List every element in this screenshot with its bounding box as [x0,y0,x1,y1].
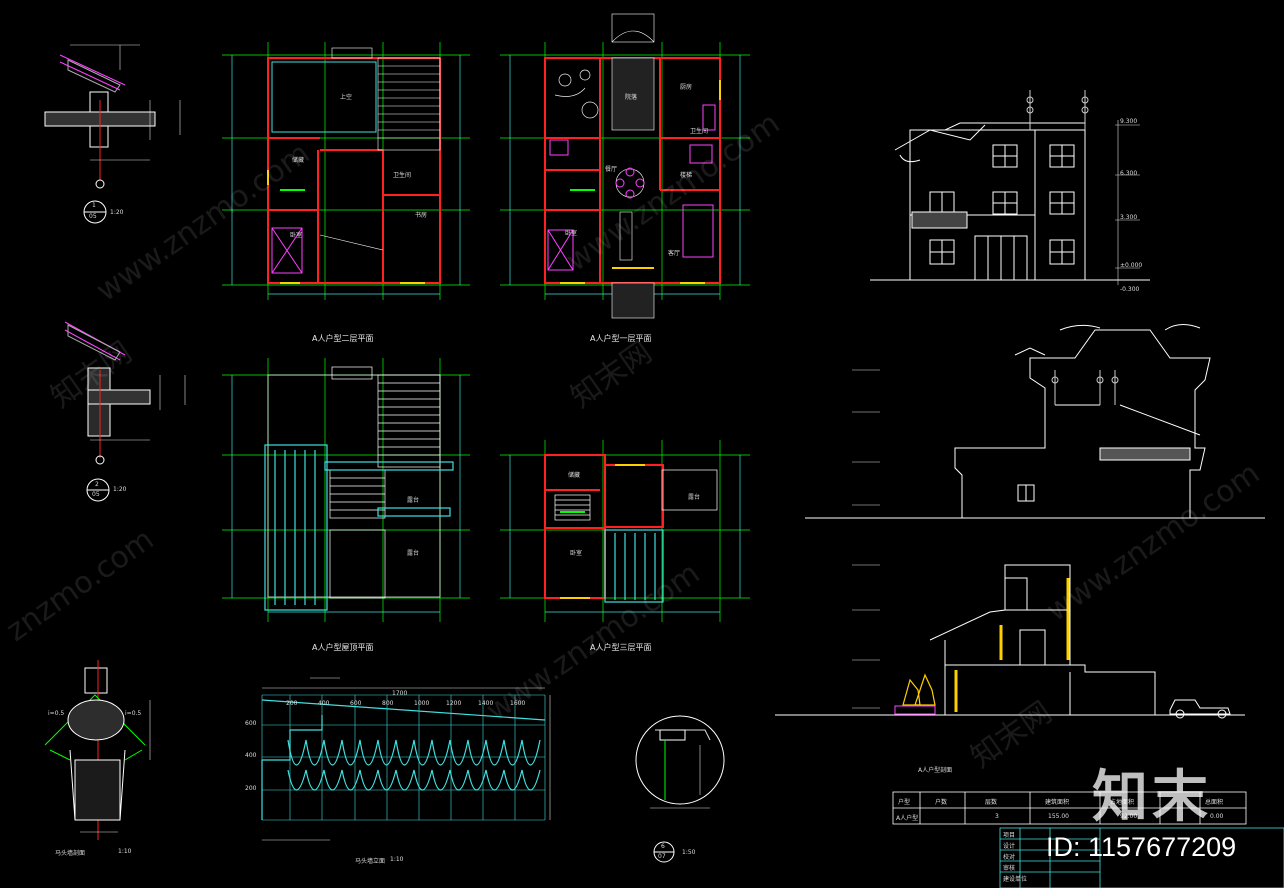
detail-6-circle [635,715,725,863]
plan-first-floor [500,13,750,319]
room-label-bedroom-2f: 卧室 [290,232,303,239]
area-table [892,791,1247,825]
room-label-bedroom-1f: 卧室 [565,230,578,237]
room-label-toilet-1f: 卫生间 [690,128,709,135]
building-section [775,564,1245,719]
table-cell-site-area: 92.00 [1120,813,1138,820]
detail-6-number: 6 [661,843,665,850]
front-elevation [870,90,1150,285]
title-block-row-3: 校对 [1003,854,1016,861]
ridge-detail [44,660,151,840]
level-2: 6.300 [1120,170,1138,177]
gable-tick-left-3: 200 [245,785,257,792]
room-label-stair: 楼梯 [680,172,693,179]
table-cell-type: A人户型 [896,815,919,822]
room-label-study: 书房 [415,212,428,219]
room-label-kitchen: 厨房 [680,84,693,91]
detail-1-sheet: 05 [89,213,97,220]
room-label-storage-3f: 储藏 [568,472,581,479]
ridge-detail-title: 马头墙剖面 [55,850,86,857]
gable-tick-1: 200 [286,700,298,707]
table-header-type: 户型 [898,799,911,806]
table-header-site-area: 占地面积 [1110,799,1135,806]
table-header-gross-area: 建筑面积 [1045,799,1070,806]
level-4: ±0.000 [1120,262,1143,269]
room-label-terrace-b: 露台 [407,550,420,557]
brand-id: ID: 1157677209 [1046,832,1237,862]
level-1: 9.300 [1120,118,1138,125]
gable-title: 马头墙立面 [355,858,386,865]
table-cell-floors: 3 [995,813,999,820]
detail-6-sheet: 07 [658,853,666,860]
detail-2-scale: 1:20 [113,486,127,493]
table-header-floors: 层数 [985,799,998,806]
detail-2-number: 2 [95,481,99,488]
gable-wall-elevation [261,677,551,841]
gable-tick-6: 1200 [446,700,462,707]
room-label-bedroom-3f: 卧室 [570,550,583,557]
side-elevation [805,324,1265,519]
gable-tick-5: 1000 [414,700,430,707]
plan-second-floor [222,42,470,300]
gable-tick-7: 1400 [478,700,494,707]
section-title: A人户型剖面 [918,767,953,774]
first-floor-plan-title: A人户型一层平面 [590,334,652,343]
room-label-upper: 上空 [340,94,353,101]
level-3: 3.300 [1120,214,1138,221]
title-block-row-5: 建设单位 [1003,876,1028,883]
room-label-living: 客厅 [668,250,681,257]
room-label-terrace-3f: 露台 [688,494,701,501]
third-floor-plan-title: A人户型三层平面 [590,643,652,652]
title-block [999,827,1284,888]
slope-label-right: i=0.5 [125,710,142,717]
slope-label-left: i=0.5 [48,710,65,717]
detail-2-sheet: 05 [92,491,100,498]
eave-detail-2 [64,321,186,502]
gable-scale: 1:10 [390,856,404,863]
room-label-dining: 餐厅 [605,166,618,173]
gable-tick-3: 600 [350,700,362,707]
ridge-detail-scale: 1:10 [118,848,132,855]
car-icon [1169,699,1231,719]
gable-tick-8: 1600 [510,700,526,707]
table-header-total: 总面积 [1205,799,1224,806]
table-cell-total: 0.00 [1210,813,1224,820]
gable-tick-2: 400 [318,700,330,707]
title-block-row-1: 项目 [1003,832,1016,839]
detail-1-number: 1 [92,202,96,209]
plan-third-floor [500,440,750,622]
second-floor-plan-title: A人户型二层平面 [312,334,374,343]
room-label-toilet-2f: 卫生间 [393,172,412,179]
table-cell-gross-area: 155.00 [1048,813,1069,820]
title-block-row-4: 审核 [1003,865,1016,872]
table-header-count: 户数 [935,799,948,806]
gable-tick-left-1: 600 [245,720,257,727]
gable-total-width: 1700 [392,690,408,697]
detail-1-scale: 1:20 [110,209,124,216]
roof-plan-title: A人户型屋顶平面 [312,643,374,652]
title-block-row-2: 设计 [1003,843,1016,850]
plan-roof [222,358,470,622]
level-5: -0.300 [1120,286,1140,293]
room-label-storage: 储藏 [292,157,305,164]
room-label-courtyard: 院落 [625,94,638,101]
eave-detail-1 [44,44,181,224]
room-label-terrace-a: 露台 [407,497,420,504]
gable-tick-4: 800 [382,700,394,707]
detail-6-scale: 1:50 [682,849,696,856]
brand-logo: 知末 [1092,765,1212,830]
gable-tick-left-2: 400 [245,752,257,759]
